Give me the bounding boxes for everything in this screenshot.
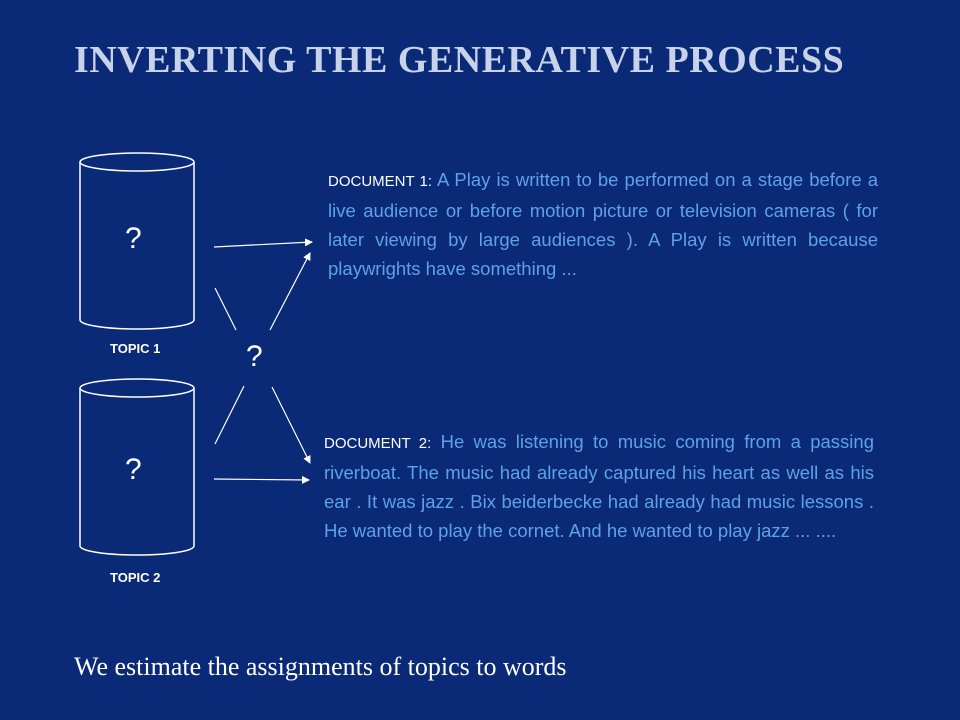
arrow-center-doc1	[269, 252, 311, 331]
arrow-center-doc2	[271, 386, 311, 464]
document-2-text: He was listening to music coming from a …	[324, 431, 874, 541]
document-1-label: DOCUMENT 1:	[328, 173, 432, 190]
arrow-topic1-doc1	[213, 238, 313, 248]
slide-title: INVERTING THE GENERATIVE PROCESS	[74, 39, 845, 81]
topic-1-question-mark: ?	[125, 222, 142, 255]
document-1-text: A Play is written to be performed on a s…	[328, 169, 878, 279]
document-2-label: DOCUMENT 2:	[324, 435, 432, 452]
center-question-mark: ?	[246, 340, 263, 373]
topic-2-cylinder	[79, 378, 195, 556]
topic-2-label: TOPIC 2	[110, 570, 161, 585]
link-topic1-center	[214, 287, 237, 331]
topic-1-label: TOPIC 1	[110, 341, 161, 356]
footer-caption: We estimate the assignments of topics to…	[74, 652, 567, 681]
arrow-topic2-doc2	[213, 475, 310, 484]
document-2: DOCUMENT 2: He was listening to music co…	[324, 427, 874, 545]
link-topic2-center	[214, 385, 245, 445]
document-1: DOCUMENT 1: A Play is written to be perf…	[328, 165, 878, 283]
topic-1-cylinder	[79, 152, 195, 330]
topic-2-question-mark: ?	[125, 453, 142, 486]
